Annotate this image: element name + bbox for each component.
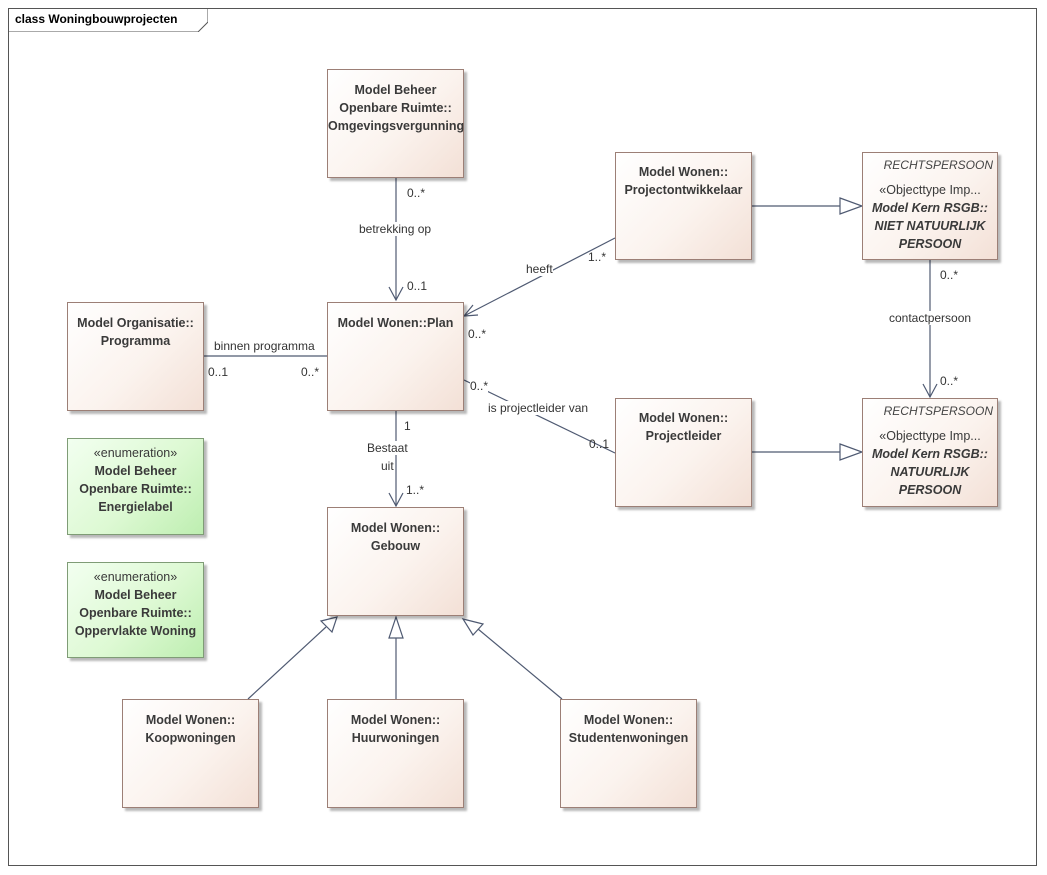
class-niet-natuurlijk-persoon[interactable]: RECHTSPERSOON «Objecttype Imp... Model K… — [862, 152, 998, 260]
generalization-projectontwikkelaar-arrowhead — [839, 197, 864, 215]
assoc-bestaat-uit-name-line1: Bestaat — [367, 441, 408, 455]
class-name-line: Model Organisatie:: — [77, 316, 194, 330]
mult-projectleider-van-target: 0..* — [470, 379, 489, 393]
enum-name-line: Openbare Ruimte:: — [79, 482, 192, 496]
enum-stereotype: «enumeration» — [93, 446, 178, 460]
class-name-line: NIET NATUURLIJK — [874, 219, 986, 233]
class-name-line: Model Wonen:: — [145, 713, 236, 727]
assoc-projectleider-van-line[interactable] — [463, 379, 616, 454]
diagram-title: class Woningbouwprojecten — [15, 12, 178, 26]
mult-heeft-target: 0..* — [468, 327, 487, 341]
generalization-koopwoningen-line[interactable] — [247, 626, 327, 700]
assoc-binnen-programma-name: binnen programma — [214, 339, 315, 353]
class-name-line: Projectontwikkelaar — [624, 183, 743, 197]
generalization-studentenwoningen-line[interactable] — [477, 628, 563, 700]
enum-name-line: Model Beheer — [94, 464, 177, 478]
class-name-line: Model Wonen:: — [583, 713, 674, 727]
class-name-line: Projectleider — [645, 429, 722, 443]
mult-binnen-programma-target: 0..* — [301, 365, 320, 379]
enum-name-line: Openbare Ruimte:: — [79, 606, 192, 620]
assoc-contactpersoon-name: contactpersoon — [889, 311, 972, 325]
assoc-heeft-name: heeft — [526, 262, 553, 276]
class-projectontwikkelaar[interactable]: Model Wonen:: Projectontwikkelaar — [615, 152, 752, 260]
class-name-line: Huurwoningen — [351, 731, 440, 745]
class-huurwoningen[interactable]: Model Wonen:: Huurwoningen — [327, 699, 464, 808]
assoc-projectleider-van-name: is projectleider van — [488, 401, 589, 415]
diagram-frame — [8, 8, 1037, 866]
generalization-projectleider-arrowhead — [839, 443, 864, 461]
generalization-studentenwoningen-arrowhead — [461, 618, 485, 636]
class-name-line: Omgevingsvergunning — [328, 119, 465, 133]
mult-contactpersoon-source: 0..* — [940, 268, 959, 282]
class-name-line: Studentenwoningen — [568, 731, 689, 745]
class-natuurlijk-persoon[interactable]: RECHTSPERSOON «Objecttype Imp... Model K… — [862, 398, 998, 507]
mult-binnen-programma-source: 0..1 — [208, 365, 229, 379]
mult-heeft-source: 1..* — [588, 250, 607, 264]
generalization-huurwoningen-arrowhead — [388, 615, 404, 639]
generalization-koopwoningen-arrowhead — [319, 616, 338, 634]
class-omgevingsvergunning[interactable]: Model Beheer Openbare Ruimte:: Omgevings… — [327, 69, 464, 178]
class-projectleider[interactable]: Model Wonen:: Projectleider — [615, 398, 752, 507]
class-name-line: Model Wonen:: — [638, 165, 729, 179]
class-name-line: Model Kern RSGB:: — [872, 201, 988, 215]
assoc-betrekking-op-name: betrekking op — [359, 222, 432, 236]
enum-name-line: Energielabel — [98, 500, 173, 514]
class-name-line: Openbare Ruimte:: — [339, 101, 452, 115]
class-name-line: PERSOON — [898, 237, 962, 251]
class-package-tag: RECHTSPERSOON — [883, 158, 993, 172]
enum-stereotype: «enumeration» — [93, 570, 178, 584]
mult-bestaat-uit-source: 1 — [404, 419, 411, 433]
class-name-line: Koopwoningen — [145, 731, 236, 745]
class-package-tag: RECHTSPERSOON — [883, 404, 993, 418]
class-stereotype: «Objecttype Imp... — [879, 429, 981, 443]
assoc-betrekking-op-arrowhead — [388, 286, 404, 302]
class-stereotype: «Objecttype Imp... — [879, 183, 981, 197]
mult-betrekking-op-source: 0..* — [407, 186, 426, 200]
mult-contactpersoon-target: 0..* — [940, 374, 959, 388]
class-plan[interactable]: Model Wonen::Plan — [327, 302, 464, 411]
class-name-line: PERSOON — [898, 483, 962, 497]
class-name-line: Model Wonen:: — [350, 713, 441, 727]
class-name-line: Model Wonen:: — [638, 411, 729, 425]
class-programma[interactable]: Model Organisatie:: Programma — [67, 302, 204, 411]
class-name-line: Programma — [100, 334, 171, 348]
enum-name-line: Model Beheer — [94, 588, 177, 602]
class-koopwoningen[interactable]: Model Wonen:: Koopwoningen — [122, 699, 259, 808]
assoc-contactpersoon-arrowhead — [922, 383, 938, 399]
assoc-heeft-arrowhead — [462, 304, 479, 317]
enum-energielabel[interactable]: «enumeration» Model Beheer Openbare Ruim… — [67, 438, 204, 535]
mult-betrekking-op-target: 0..1 — [407, 279, 428, 293]
class-name-line: Model Wonen:: — [350, 521, 441, 535]
class-name-line: Gebouw — [370, 539, 421, 553]
assoc-bestaat-uit-arrowhead — [388, 492, 404, 508]
enum-name-line: Oppervlakte Woning — [74, 624, 197, 638]
enum-oppervlakte-woning[interactable]: «enumeration» Model Beheer Openbare Ruim… — [67, 562, 204, 658]
class-name-line: Model Kern RSGB:: — [872, 447, 988, 461]
class-studentenwoningen[interactable]: Model Wonen:: Studentenwoningen — [560, 699, 697, 808]
class-name-line: Model Beheer — [354, 83, 437, 97]
assoc-bestaat-uit-name-line2: uit — [381, 459, 394, 473]
class-gebouw[interactable]: Model Wonen:: Gebouw — [327, 507, 464, 616]
class-name-line: NATUURLIJK — [890, 465, 970, 479]
class-name-line: Model Wonen::Plan — [337, 316, 454, 330]
assoc-heeft-line[interactable] — [463, 237, 616, 317]
mult-bestaat-uit-target: 1..* — [406, 483, 425, 497]
mult-projectleider-van-source: 0..1 — [589, 437, 610, 451]
frame-title-tab — [8, 8, 208, 32]
